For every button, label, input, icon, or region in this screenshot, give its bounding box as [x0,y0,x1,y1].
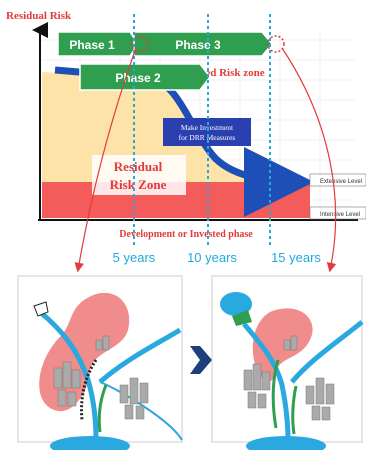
panel-after [211,275,364,455]
callout-circle-left [131,35,149,53]
river-right [242,322,291,441]
extensive-level-box [309,173,366,187]
investment-note-line1: Make Investment [181,123,234,132]
risk-chart: Residual Risk Development or Invested ph… [6,10,366,248]
callout-circle-right [267,35,285,53]
levee-built-left [97,384,108,433]
residual-zone-label-line1: Residual [114,159,163,174]
phase-2-arrow: Phase 2 [79,63,211,91]
buildings-left [53,335,149,420]
residual-label-bg [92,155,186,195]
phase-3-label: Phase 3 [175,38,221,52]
levee-left-bank [271,359,280,429]
panel-before [17,275,183,455]
chevron-right-icon [190,346,212,374]
river-branch-right [290,320,364,384]
dam-reservoir [220,292,252,316]
extensive-level-label: Extensive Level [320,179,362,185]
transition-arrow [190,346,212,374]
intensive-level-box [309,206,366,220]
phase-3-arrow: Phase 3 [133,31,273,57]
phase-1-label: Phase 1 [69,38,115,52]
hazard-area-right [252,308,313,382]
x-axis-label: Development or Invested phase [119,229,253,240]
connector-arrow-right [281,47,337,273]
river-branch-left [98,327,182,384]
river-left [38,310,99,441]
connector-arrow-left [74,47,137,273]
timeline-label-5y: 5 years [113,250,156,265]
y-axis-label: Residual Risk [6,10,72,22]
investment-note-line2: for DRR Measures [179,133,236,142]
intensive-level-label: Intensive Level [320,212,360,218]
buildings-right [243,335,335,421]
timeline-label-10y: 10 years [187,250,237,265]
phase-1-arrow: Phase 1 [57,31,139,57]
residual-zone-label-line2: Risk Zone [110,177,167,192]
timeline-label-15y: 15 years [271,250,321,265]
phase-2-label: Phase 2 [115,71,161,85]
landslide-icon [33,301,49,317]
levee-planned-left [80,359,98,421]
levee-right-bank [291,385,298,435]
dam-wall [232,310,252,326]
